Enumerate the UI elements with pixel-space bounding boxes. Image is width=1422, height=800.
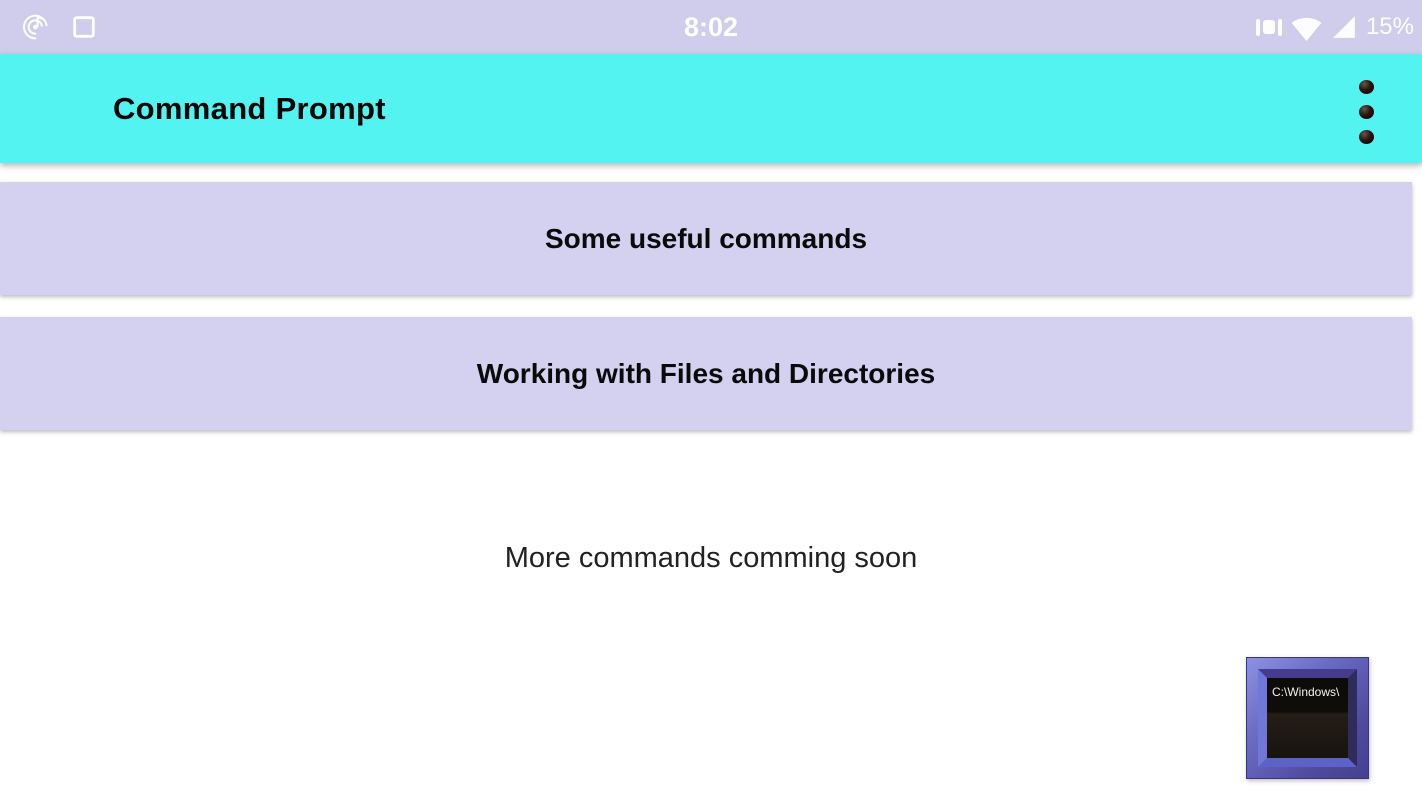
wifi-icon bbox=[1291, 14, 1322, 41]
status-bar: 8:02 15% bbox=[0, 0, 1422, 54]
main-content: Some useful commands Working with Files … bbox=[0, 182, 1422, 575]
button-some-useful-commands[interactable]: Some useful commands bbox=[0, 182, 1412, 295]
app-bar: Command Prompt bbox=[0, 54, 1422, 163]
coming-soon-note: More commands comming soon bbox=[504, 542, 918, 574]
overflow-dot bbox=[1359, 105, 1374, 119]
command-prompt-app-icon: C:\Windows\ bbox=[1246, 657, 1369, 779]
status-bar-left bbox=[20, 0, 98, 54]
command-prompt-icon-screen: C:\Windows\ bbox=[1258, 669, 1357, 767]
button-label: Working with Files and Directories bbox=[476, 357, 936, 389]
vibrate-icon bbox=[1255, 14, 1282, 40]
page-title: Command Prompt bbox=[113, 90, 386, 126]
icon-screen-text: C:\Windows\ bbox=[1272, 685, 1340, 699]
overflow-dot bbox=[1359, 130, 1374, 144]
button-label: Some useful commands bbox=[544, 222, 868, 254]
status-bar-right: 15% bbox=[1255, 0, 1414, 54]
status-bar-clock-wrap: 8:02 bbox=[0, 0, 1422, 54]
music-notification-icon bbox=[20, 11, 52, 43]
square-notification-icon bbox=[70, 13, 98, 41]
button-working-with-files-and-directories[interactable]: Working with Files and Directories bbox=[0, 317, 1412, 430]
battery-percent: 15% bbox=[1365, 13, 1414, 40]
overflow-menu-button[interactable] bbox=[1355, 76, 1378, 148]
status-clock: 8:02 bbox=[683, 11, 739, 42]
cellular-signal-icon bbox=[1331, 14, 1357, 40]
overflow-dot bbox=[1359, 80, 1374, 94]
